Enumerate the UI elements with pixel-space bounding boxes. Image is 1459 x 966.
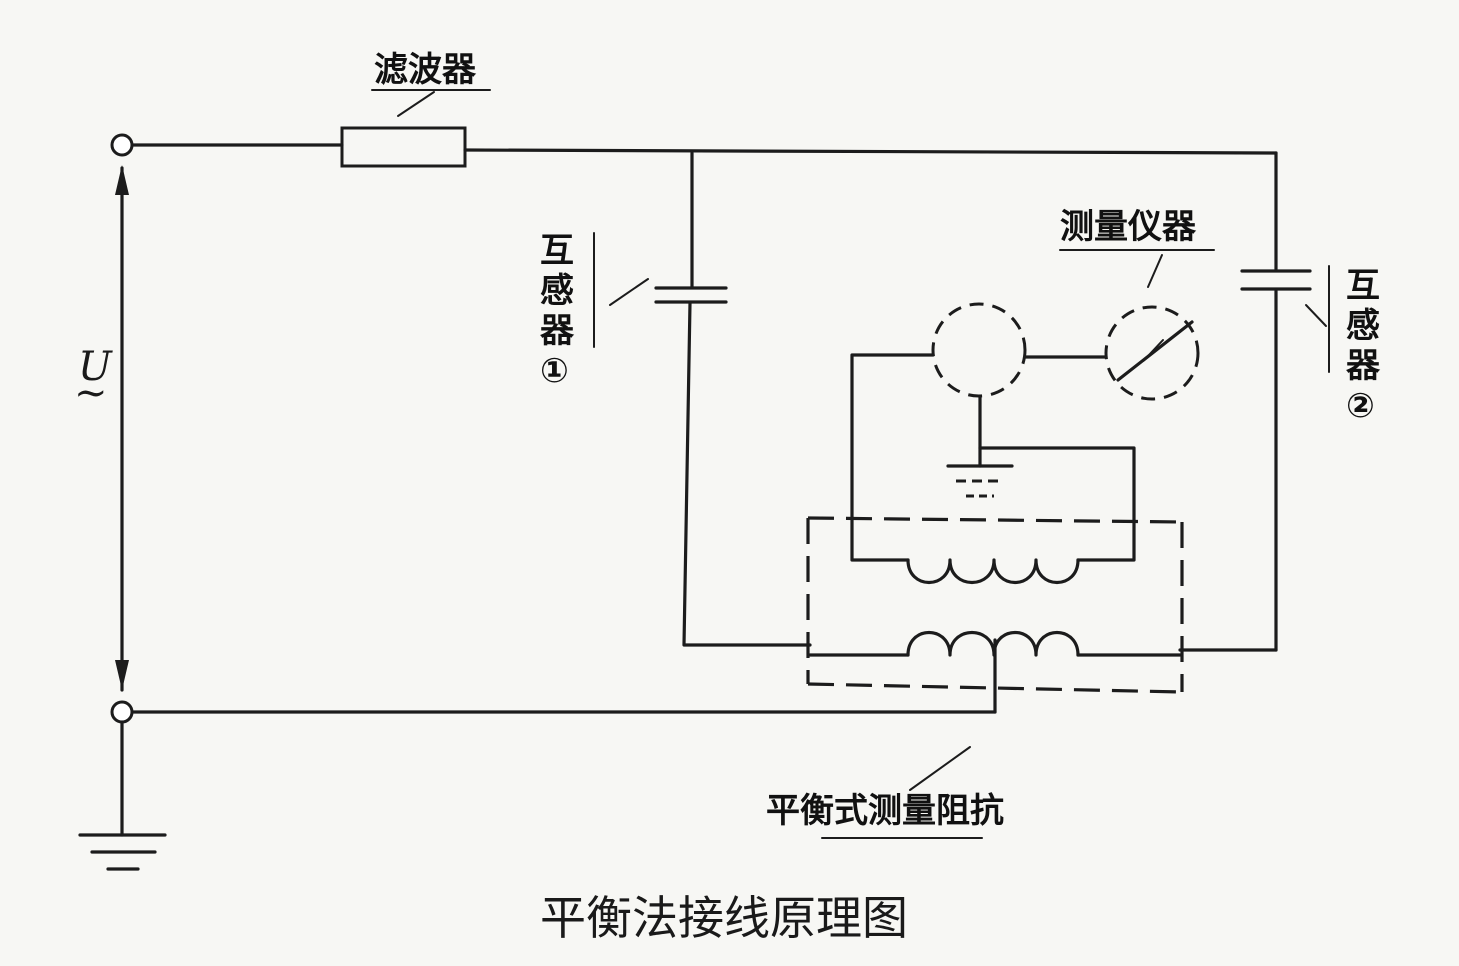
main-wiring	[129, 143, 1278, 714]
voltage-source: U ~	[74, 133, 134, 724]
meter-label: 测量仪器	[1060, 207, 1197, 247]
voltage-tilde: ~	[74, 370, 108, 416]
voltage-symbol: U	[78, 344, 113, 390]
meter-left-icon	[931, 302, 1027, 398]
filter-label: 滤波器	[374, 50, 477, 90]
transducer-2-char-1: 互	[1346, 266, 1380, 306]
ground-icon	[78, 720, 167, 871]
transducer-2-char-4: ②	[1346, 386, 1375, 426]
upper-terminal	[110, 133, 134, 157]
transducer-1-char-2: 感	[540, 271, 574, 311]
filter-component: 滤波器	[340, 50, 491, 168]
impedance-label: 平衡式测量阻抗	[766, 791, 1004, 831]
transducer-1-char-1: 互	[540, 231, 574, 271]
transducer-1-char-3: 器	[540, 311, 575, 351]
instrument-ground-icon	[946, 464, 1014, 498]
transducer-2-char-3: 器	[1346, 346, 1381, 386]
transducer-1-char-4: ①	[540, 351, 569, 391]
arrow-up-icon	[115, 165, 129, 195]
arrow-down-icon	[115, 660, 129, 690]
lower-terminal	[110, 700, 134, 724]
transducer-2-char-2: 感	[1346, 306, 1380, 346]
meter-right-icon	[1104, 305, 1200, 401]
diagram-caption: 平衡法接线原理图	[540, 891, 908, 945]
measuring-instrument: 测量仪器	[850, 207, 1215, 562]
transducer-1: 互 感 器 ①	[540, 231, 728, 391]
transducer-2: 互 感 器 ②	[1240, 265, 1381, 426]
balanced-impedance: 平衡式测量阻抗	[766, 516, 1184, 839]
